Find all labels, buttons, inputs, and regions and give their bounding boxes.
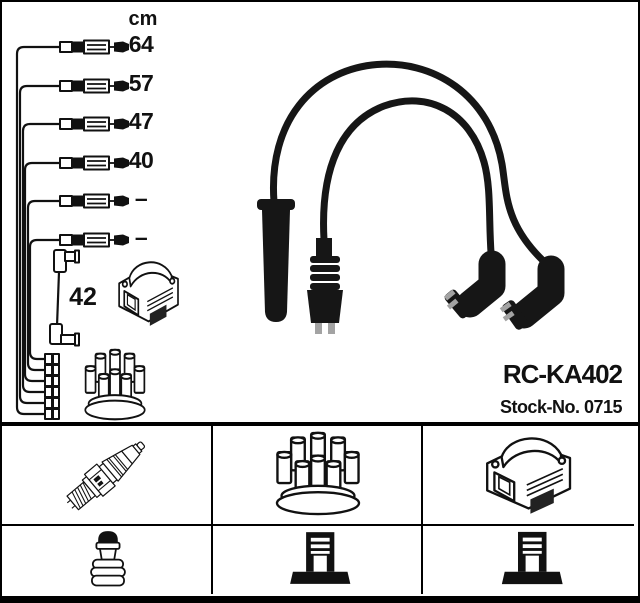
cable-row-connector xyxy=(59,155,129,171)
stock-number: Stock-No. 0715 xyxy=(499,397,623,417)
cell-distributor-cap xyxy=(213,426,423,526)
coil-connector-icon xyxy=(501,531,563,585)
cable-length-label: 40 xyxy=(128,147,154,173)
plug-terminal-icon xyxy=(90,530,126,587)
cable-row-connector xyxy=(59,232,129,248)
top-art xyxy=(15,39,565,421)
cable-length-label: 64 xyxy=(128,31,154,57)
ignition-cable-set-photo xyxy=(257,60,565,334)
product-code: RC-KA402 xyxy=(502,359,623,389)
cell-plug-terminal xyxy=(2,526,213,594)
cable-length-label: – xyxy=(134,185,148,211)
coil-wire-drawing xyxy=(49,249,80,347)
cell-coil-connector xyxy=(423,526,634,594)
cable-length-label: 47 xyxy=(128,108,154,134)
distributor-cap-icon xyxy=(275,431,361,516)
cable-row-connector xyxy=(59,78,129,94)
coil-connector-icon xyxy=(290,532,351,584)
angled-plug-boot xyxy=(443,250,506,319)
ignition-coil-icon xyxy=(486,437,572,515)
angled-plug-boot xyxy=(499,255,565,330)
distributor-end-connectors xyxy=(44,353,60,420)
spark-plug-icon xyxy=(59,432,153,518)
cell-coil-connector xyxy=(213,526,423,594)
cable-row-connector xyxy=(59,116,129,132)
distributor-cap-drawing xyxy=(84,348,146,421)
ignition-coil-drawing xyxy=(118,261,179,327)
product-code-block: RC-KA402 Stock-No. 0715 xyxy=(372,359,623,418)
cell-spark-plug xyxy=(2,426,213,526)
cable-row-connector xyxy=(59,193,129,209)
cell-ignition-coil xyxy=(423,426,634,526)
cable-length-label: – xyxy=(134,224,148,250)
compatibility-grid xyxy=(2,422,638,596)
unit-header: cm xyxy=(128,8,158,30)
cable-routing-lines xyxy=(15,45,60,416)
coil-wire-length-label: 42 xyxy=(69,283,97,311)
straight-plug-boot xyxy=(257,199,295,322)
cable-row-connector xyxy=(59,39,129,55)
cable-length-label: 57 xyxy=(128,70,154,96)
cable-connector-rows xyxy=(59,39,129,248)
straight-coil-connector xyxy=(307,238,343,334)
